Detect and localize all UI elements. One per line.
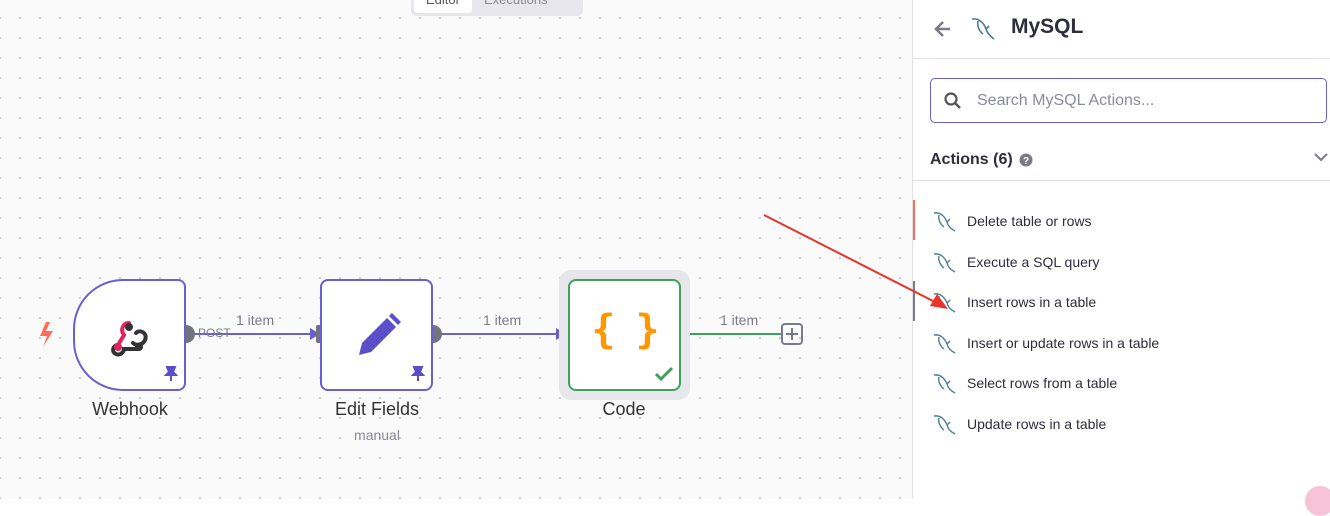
- action-item-select-rows[interactable]: Select rows from a table: [913, 362, 1330, 402]
- tab-executions[interactable]: Executions: [472, 0, 560, 13]
- panel-header: MySQL: [913, 0, 1330, 59]
- svg-text:?: ?: [1023, 156, 1029, 167]
- node-creator-panel: MySQL Actions (6) ? Delete table or rows…: [912, 0, 1330, 516]
- help-icon[interactable]: ?: [1019, 153, 1033, 167]
- actions-section-title: Actions (6): [930, 151, 1013, 168]
- plus-icon: [786, 328, 798, 340]
- action-item-update-rows[interactable]: Update rows in a table: [913, 403, 1330, 443]
- node-title-code: Code: [602, 399, 646, 419]
- edge-item-count: 1 item: [236, 312, 275, 328]
- pin-icon: [411, 366, 425, 381]
- mysql-icon: [933, 334, 956, 354]
- node-title-webhook: Webhook: [92, 399, 168, 419]
- tab-editor[interactable]: Editor: [414, 0, 472, 13]
- action-label: Delete table or rows: [967, 213, 1092, 229]
- action-label: Update rows in a table: [967, 416, 1107, 432]
- mysql-icon: [933, 293, 956, 313]
- search-icon: [944, 92, 961, 109]
- hover-indicator: [913, 281, 915, 321]
- success-check-icon: [654, 366, 674, 382]
- action-item-delete[interactable]: Delete table or rows: [913, 200, 1330, 240]
- edge-item-count: 1 item: [483, 312, 522, 328]
- node-webhook[interactable]: [73, 279, 186, 391]
- node-code[interactable]: { }: [568, 279, 681, 391]
- node-subtitle-edit-fields: manual: [354, 427, 400, 443]
- search-box: [930, 78, 1327, 123]
- action-item-execute-query[interactable]: Execute a SQL query: [913, 241, 1330, 281]
- help-bubble[interactable]: [1305, 486, 1330, 516]
- edge-item-count: 1 item: [720, 312, 759, 328]
- workflow-canvas[interactable]: Editor Executions POST 1 item 1 item 1 i…: [0, 0, 912, 499]
- webhook-icon: [111, 321, 148, 357]
- node-title-edit-fields: Edit Fields: [334, 399, 420, 419]
- action-item-insert-rows[interactable]: Insert rows in a table: [913, 281, 1330, 321]
- mysql-icon: [933, 253, 956, 273]
- code-braces-icon: { }: [591, 307, 659, 353]
- pencil-icon: [359, 313, 401, 355]
- action-label: Insert or update rows in a table: [967, 335, 1160, 351]
- active-indicator: [913, 200, 915, 240]
- mysql-icon: [971, 18, 995, 40]
- action-label: Select rows from a table: [967, 375, 1118, 391]
- back-arrow-icon[interactable]: [933, 19, 953, 39]
- search-input[interactable]: [975, 89, 1309, 113]
- chevron-down-icon[interactable]: [1313, 152, 1329, 162]
- panel-title: MySQL: [1011, 15, 1084, 38]
- mysql-icon: [933, 415, 956, 435]
- pin-icon: [164, 366, 178, 381]
- action-label: Execute a SQL query: [967, 254, 1100, 270]
- connection-arrowhead: [310, 328, 320, 340]
- action-label: Insert rows in a table: [967, 294, 1097, 310]
- output-label-post: POST: [198, 326, 231, 340]
- editor-tabs: Editor Executions: [411, 0, 583, 16]
- node-edit-fields[interactable]: [320, 279, 433, 391]
- action-item-upsert-rows[interactable]: Insert or update rows in a table: [913, 322, 1330, 362]
- add-node-button[interactable]: [781, 323, 803, 345]
- trigger-bolt-icon: [40, 322, 53, 347]
- mysql-icon: [933, 212, 956, 232]
- mysql-icon: [933, 374, 956, 394]
- connections-layer: [40, 322, 781, 347]
- actions-section-header[interactable]: Actions (6) ?: [913, 138, 1330, 181]
